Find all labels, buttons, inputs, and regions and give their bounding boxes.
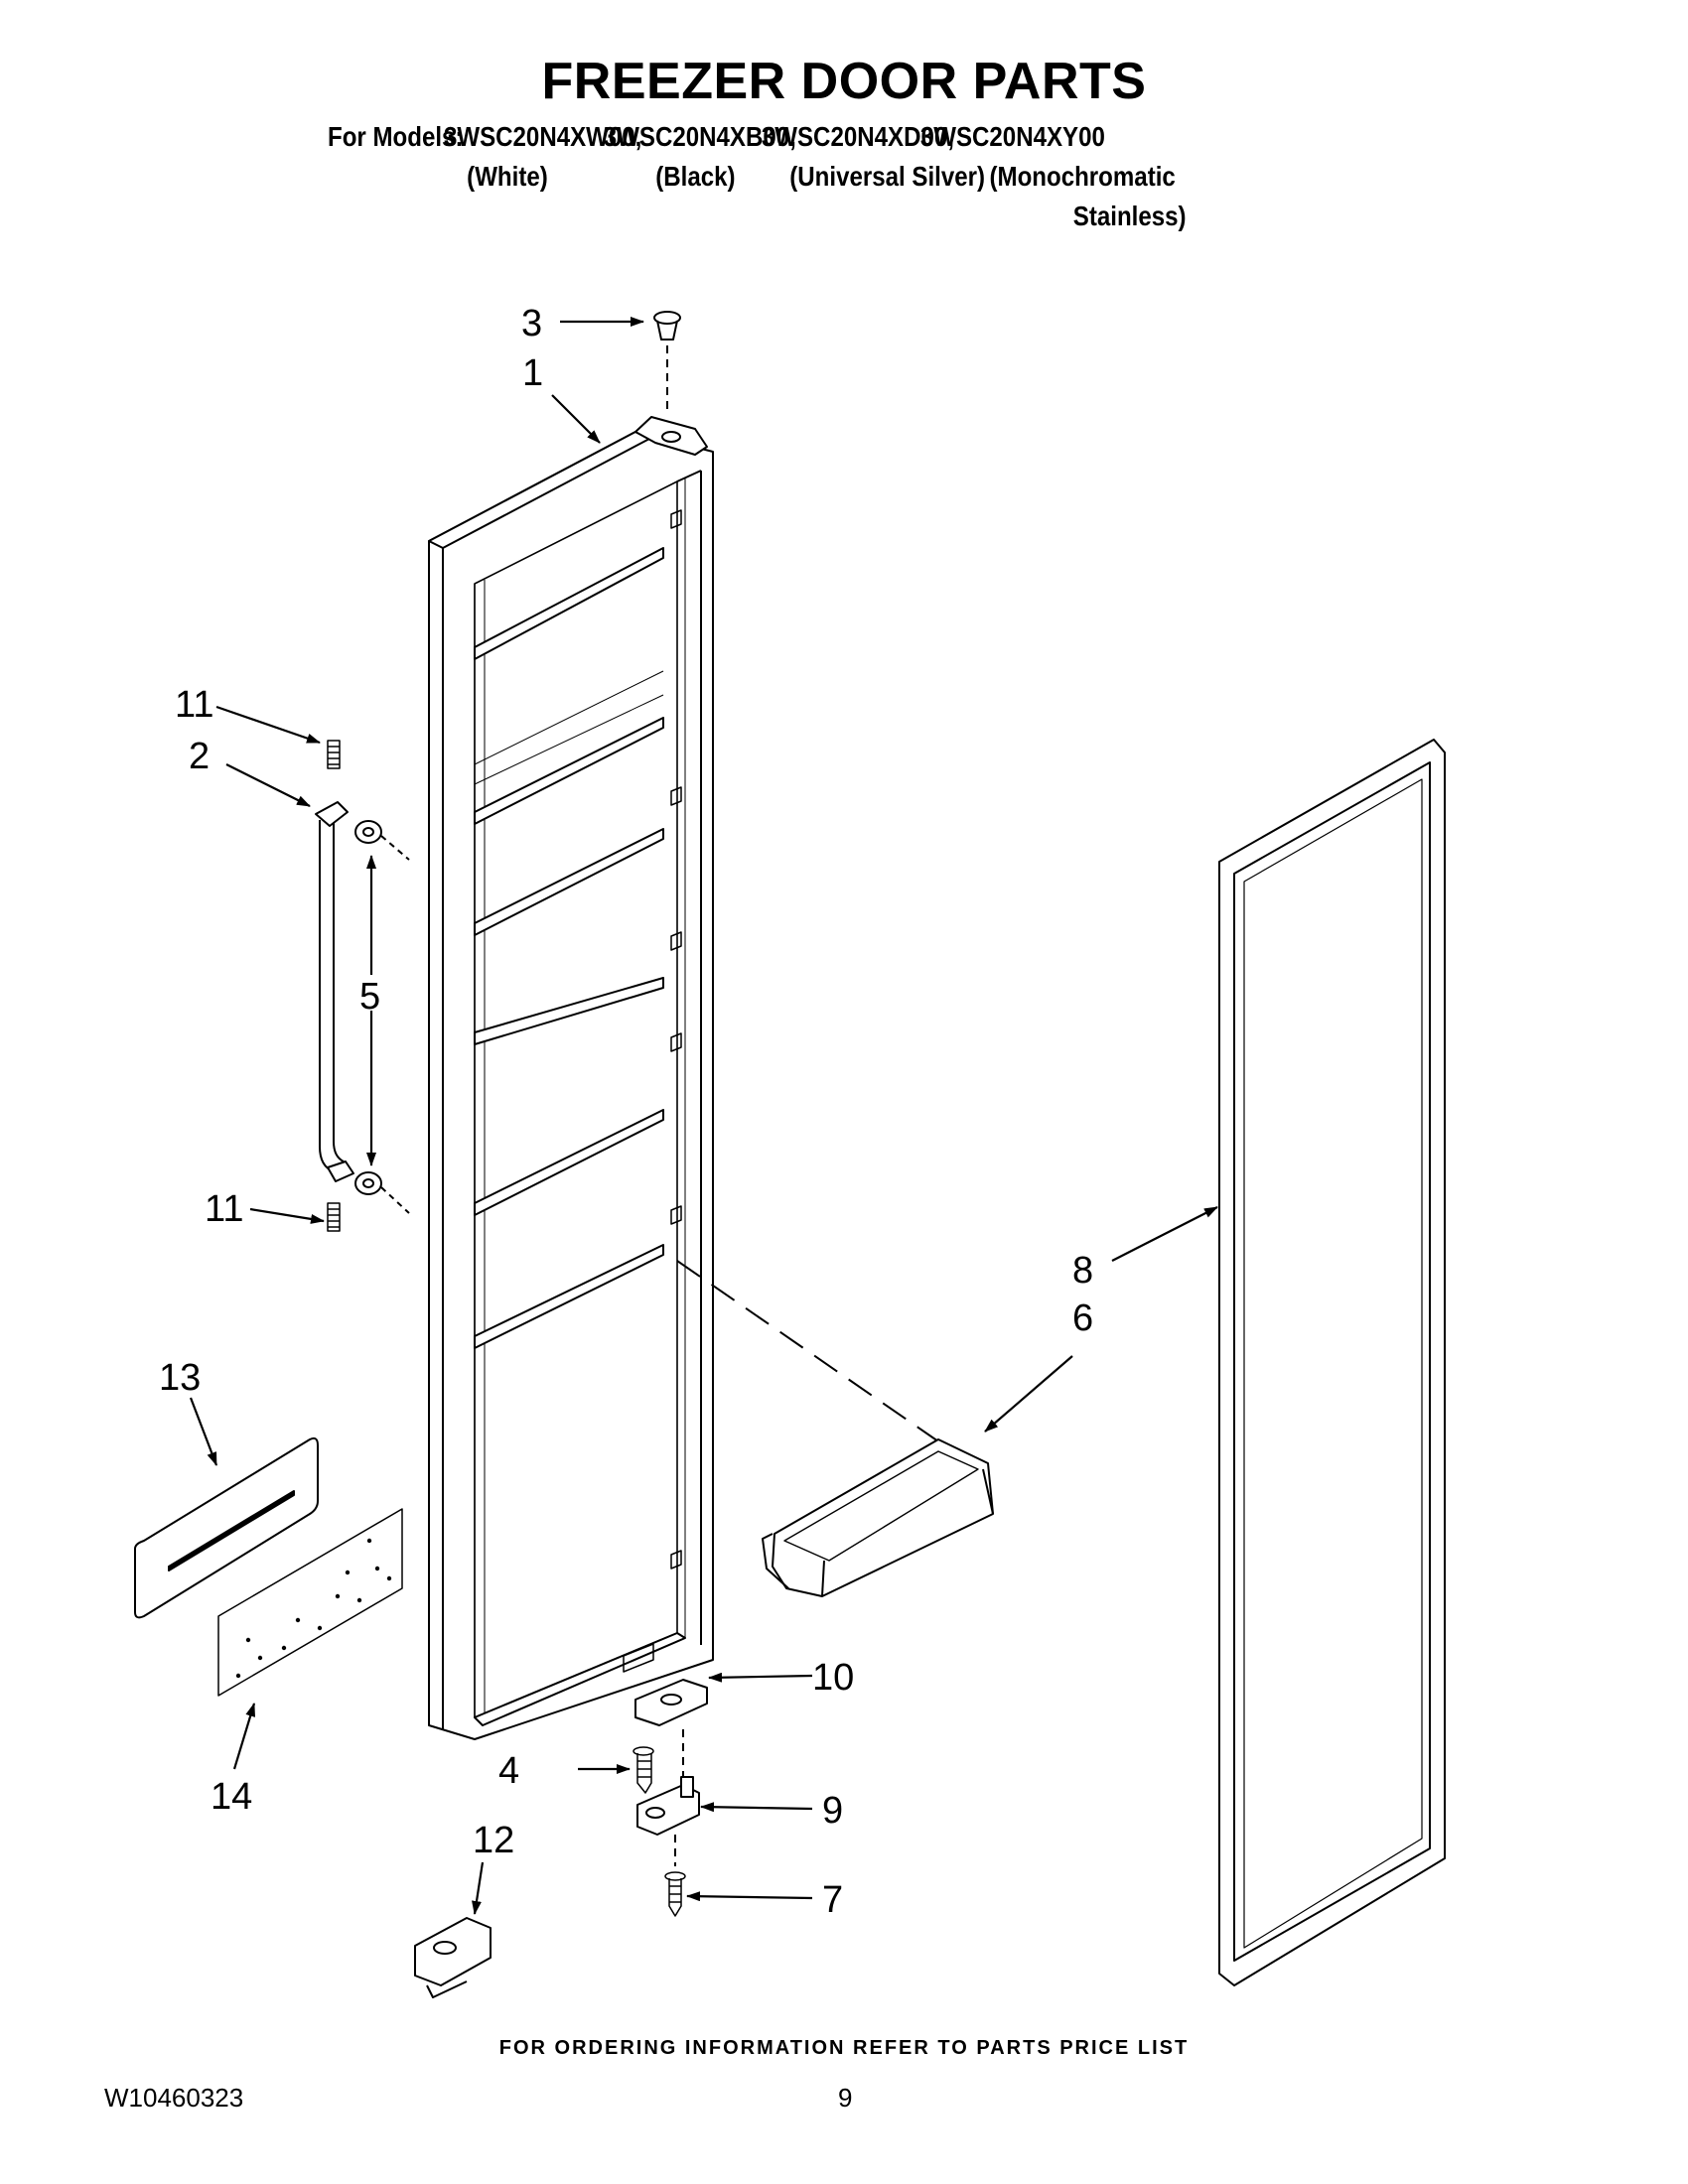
callout-labels: 3 1 11 2 5 11 8 6 13 10 4 14 9 12 7 xyxy=(159,303,1093,1921)
hinge-cover-drawing xyxy=(414,1917,492,1998)
hinge-pin-drawing xyxy=(653,311,681,415)
hinge-shim-screw-drawing xyxy=(664,1871,686,1917)
finish-white: (White) xyxy=(467,161,548,192)
ordering-note: FOR ORDERING INFORMATION REFER TO PARTS … xyxy=(498,2037,1190,2059)
callout-2: 2 xyxy=(189,736,210,777)
callout-3: 3 xyxy=(521,303,542,344)
model-number-black: 3WSC20N4XB00, xyxy=(603,121,796,152)
page-title: FREEZER DOOR PARTS xyxy=(541,53,1147,110)
callout-8: 8 xyxy=(1072,1250,1093,1292)
callout-4: 4 xyxy=(498,1750,519,1792)
door-bin-drawing xyxy=(676,1260,994,1597)
page-number: 9 xyxy=(838,2083,853,2113)
callout-11-bottom: 11 xyxy=(205,1188,243,1230)
model-number-white: 3WSC20N4XW00, xyxy=(443,121,642,152)
callout-10: 10 xyxy=(812,1657,854,1699)
model-number-silver: 3WSC20N4XD00, xyxy=(761,121,954,152)
finish-monochromatic: (Monochromatic xyxy=(989,161,1176,192)
callout-9: 9 xyxy=(822,1790,843,1832)
model-number-stainless: 3WSC20N4XY00 xyxy=(919,121,1105,152)
handle-screw-drawing xyxy=(327,740,341,1232)
door-gasket-drawing xyxy=(1218,739,1446,1986)
document-number: W10460323 xyxy=(104,2083,244,2113)
callout-5: 5 xyxy=(359,976,380,1018)
door-liner-drawing xyxy=(428,416,714,1740)
handle-spacer-drawing xyxy=(354,820,410,1214)
callout-7: 7 xyxy=(822,1879,843,1921)
mounting-plate-drawing xyxy=(217,1508,403,1697)
hinge-bushing-drawing xyxy=(634,1679,708,1787)
handle-drawing xyxy=(315,801,354,1182)
callout-11-top: 11 xyxy=(175,684,213,726)
finish-universal-silver: (Universal Silver) xyxy=(789,161,986,192)
callout-13: 13 xyxy=(159,1357,201,1399)
trim-panel-drawing xyxy=(134,1436,319,1619)
callout-12: 12 xyxy=(473,1820,514,1861)
hinge-screw-drawing xyxy=(633,1746,654,1794)
callout-14: 14 xyxy=(211,1776,252,1818)
finish-black: (Black) xyxy=(655,161,736,192)
models-prefix: For Models: xyxy=(328,121,464,152)
leader-lines xyxy=(189,317,1218,1915)
callout-6: 6 xyxy=(1072,1297,1093,1339)
callout-1: 1 xyxy=(522,352,543,394)
bottom-hinge-drawing xyxy=(636,1776,700,1866)
finish-stainless: Stainless) xyxy=(1072,201,1187,231)
